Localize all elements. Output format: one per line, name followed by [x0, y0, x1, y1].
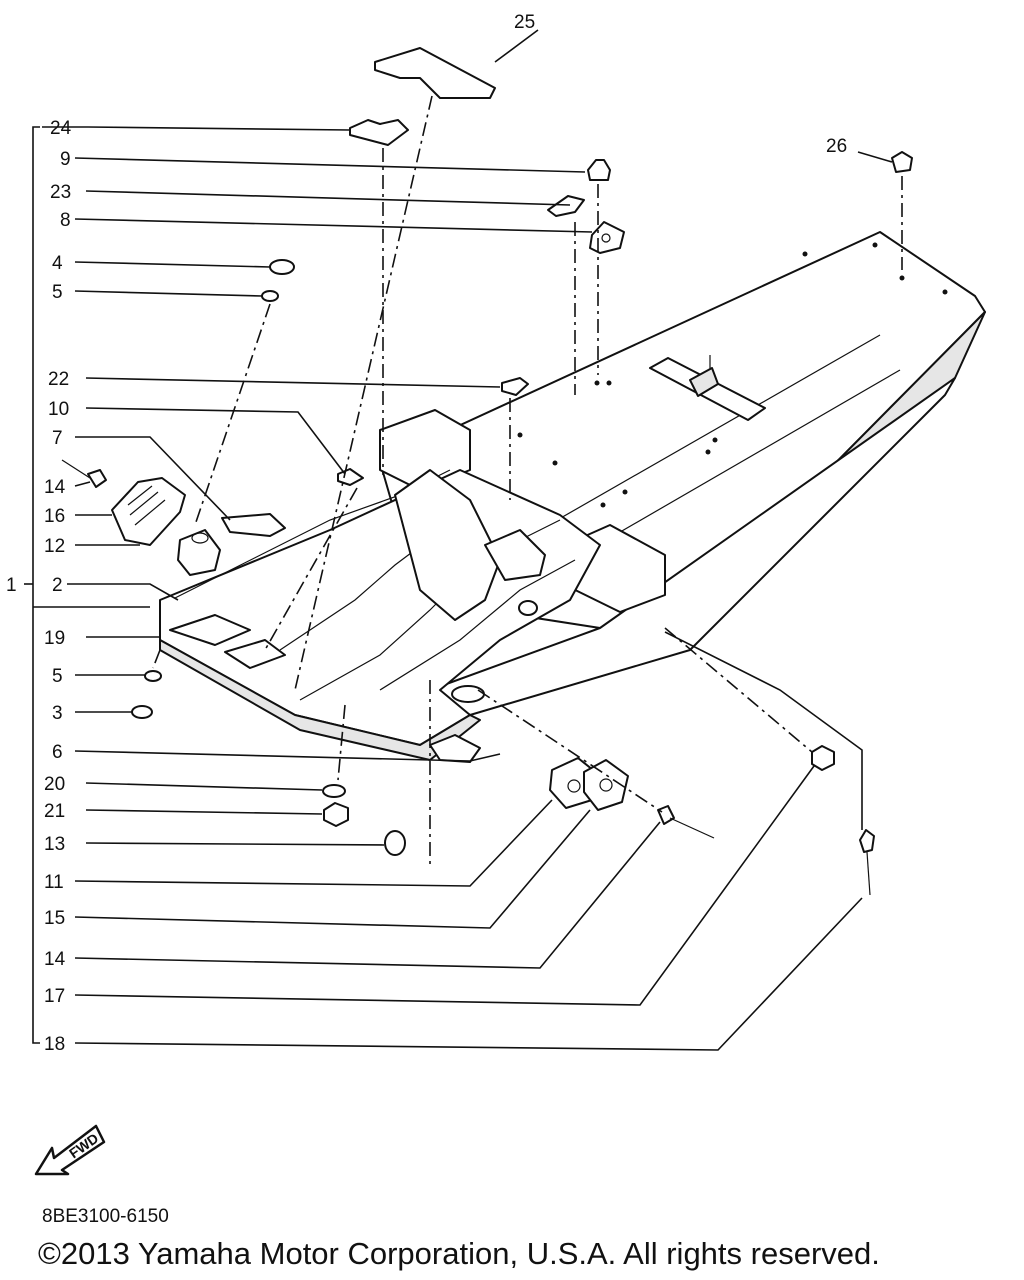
- callout-7: 7: [52, 428, 63, 449]
- callout-26: 26: [826, 136, 847, 157]
- callout-10: 10: [48, 399, 69, 420]
- callout-11: 11: [44, 872, 64, 893]
- fwd-arrow-icon: FWD: [30, 1118, 110, 1188]
- copyright-notice: ©2013 Yamaha Motor Corporation, U.S.A. A…: [38, 1236, 880, 1271]
- part-3-grommet: [131, 705, 153, 719]
- part-10-pad: [337, 468, 364, 486]
- callout-3: 3: [52, 703, 63, 724]
- callout-20: 20: [44, 774, 65, 795]
- callout-labels: 25 24 26 9 23 8 4 5 22 10 7 14 16 12 1 2…: [6, 12, 847, 1055]
- engine-bed-frame: [159, 409, 666, 763]
- part-5-grommet-low: [144, 670, 162, 682]
- callout-17: 17: [44, 986, 65, 1007]
- callout-16: 16: [44, 506, 65, 527]
- callout-25: 25: [514, 12, 535, 33]
- part-4-grommet: [269, 259, 295, 275]
- part-25-pad: [374, 47, 496, 99]
- part-7-plate: [221, 513, 286, 537]
- callout-4: 4: [52, 253, 63, 274]
- part-16-clamp: [111, 477, 186, 546]
- part-20-washer: [322, 784, 346, 798]
- part-17-cap: [811, 745, 835, 771]
- callout-bracket: [24, 126, 150, 1044]
- callout-9: 9: [60, 149, 71, 170]
- part-26-cap: [891, 151, 913, 173]
- part-5-grommet-top: [261, 290, 279, 302]
- callout-19: 19: [44, 628, 65, 649]
- callout-8: 8: [60, 210, 71, 231]
- callout-18: 18: [44, 1034, 65, 1055]
- callout-23: 23: [50, 182, 71, 203]
- callout-22: 22: [48, 369, 69, 390]
- part-24-block: [349, 119, 409, 146]
- callout-15: 15: [44, 908, 65, 929]
- diagram-code: 8BE3100-6150: [42, 1206, 169, 1227]
- rivet-dots: [517, 242, 948, 508]
- part-22-pad: [501, 377, 529, 396]
- part-21-nut: [323, 802, 349, 827]
- part-8-bracket: [589, 221, 625, 254]
- callout-21: 21: [44, 801, 65, 822]
- part-12-mount: [177, 529, 221, 576]
- callout-13: 13: [44, 834, 65, 855]
- callout-14-left: 14: [44, 477, 66, 498]
- part-18-rivet: [859, 829, 875, 896]
- assembly-lines: [152, 95, 903, 865]
- callout-14-right: 14: [44, 949, 66, 970]
- callout-6: 6: [52, 742, 63, 763]
- part-14-rivet-left: [61, 459, 107, 488]
- part-23-pad: [547, 195, 585, 217]
- callout-12: 12: [44, 536, 65, 557]
- leader-lines: [42, 29, 893, 1051]
- callout-5-low: 5: [52, 666, 63, 687]
- callout-24: 24: [50, 118, 72, 139]
- part-9-cap: [587, 159, 611, 181]
- callout-5-top: 5: [52, 282, 63, 303]
- part-15-mount: [583, 759, 629, 811]
- callout-2: 2: [52, 575, 63, 596]
- callout-1: 1: [6, 575, 17, 596]
- rail-bracket: [649, 355, 766, 421]
- part-14-rivet-right: [657, 805, 715, 839]
- part-13-grommet: [384, 830, 406, 856]
